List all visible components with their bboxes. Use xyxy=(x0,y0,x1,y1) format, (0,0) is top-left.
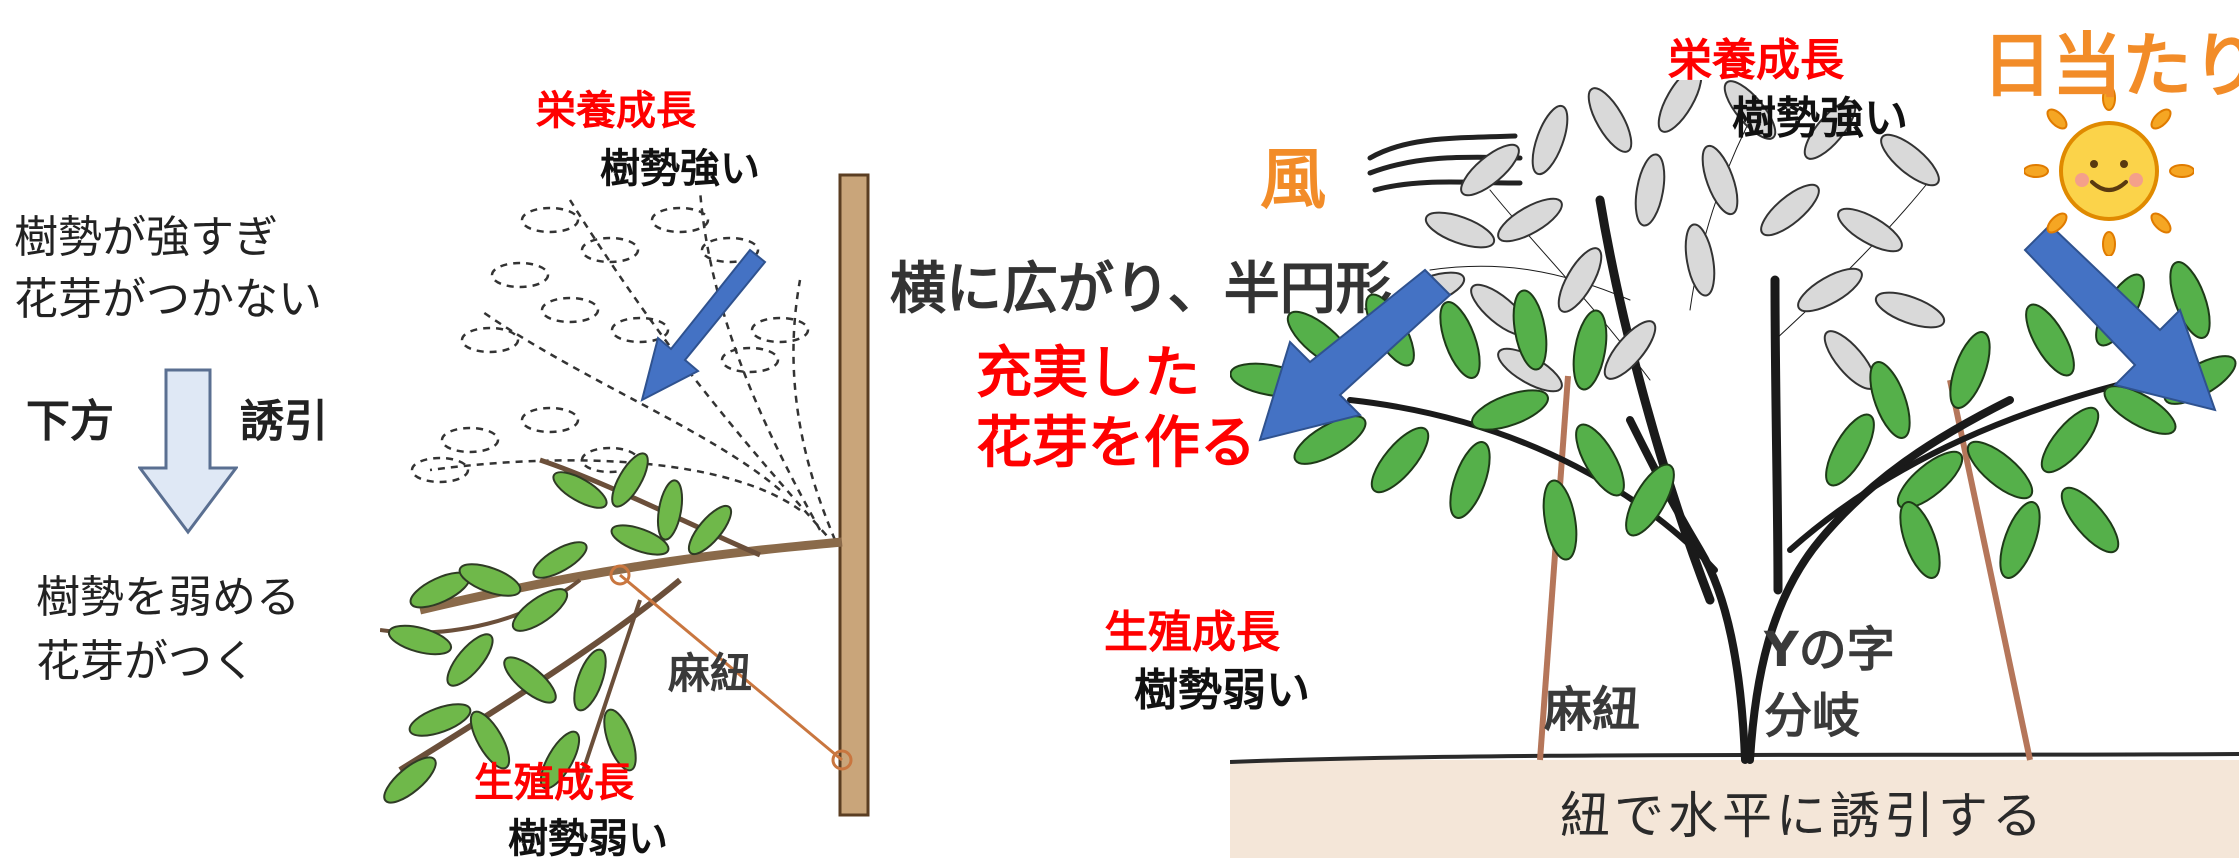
left-top-red-label: 栄養成長 xyxy=(536,88,696,134)
problem-line-2: 花芽がつかない xyxy=(14,274,322,325)
blue-down-arrow xyxy=(640,248,767,402)
problem-line-1: 樹勢が強すぎ xyxy=(14,212,278,263)
dashed-original-branches xyxy=(410,189,837,546)
blue-arrow-left xyxy=(1258,268,1452,442)
result-line-1: 樹勢を弱める xyxy=(36,572,300,623)
ground-caption: 紐で水平に誘引する xyxy=(1560,787,2046,845)
arrow-left-label: 下方 xyxy=(26,396,114,447)
right-twine-label: 麻紐 xyxy=(1544,682,1641,738)
right-lower-red-label: 生殖成長 xyxy=(1104,607,1280,658)
right-top-red-label: 栄養成長 xyxy=(1668,35,1844,86)
stake xyxy=(838,173,870,817)
left-bottom-red-label: 生殖成長 xyxy=(474,760,634,806)
sun-label: 日当たり xyxy=(1982,25,2239,107)
twine xyxy=(619,573,843,762)
left-bottom-black-label: 樹勢弱い xyxy=(508,816,668,862)
down-arrow-icon xyxy=(138,368,238,535)
left-top-black-label: 樹勢強い xyxy=(600,146,760,192)
green-leaves-left xyxy=(1230,289,1675,561)
left-twine-label: 麻紐 xyxy=(668,649,753,698)
arrow-right-label: 誘引 xyxy=(240,396,328,447)
y-branch-label-line-1: Yの字 xyxy=(1764,622,1895,678)
right-tree-illustration xyxy=(1230,80,2239,858)
right-top-black-label: 樹勢強い xyxy=(1732,93,1908,144)
blue-arrow-right xyxy=(2023,223,2217,412)
ground xyxy=(1230,760,2239,858)
sun-icon xyxy=(2024,86,2194,256)
shape-label: 横に広がり、半円形 xyxy=(890,257,1392,322)
green-leaves xyxy=(383,452,733,804)
gray-leaves xyxy=(1394,80,1946,393)
goal-line-1: 充実した xyxy=(976,341,1200,406)
y-branch-label-line-2: 分岐 xyxy=(1764,688,1861,744)
wind-label: 風 xyxy=(1260,141,1326,218)
right-lower-black-label: 樹勢弱い xyxy=(1134,665,1310,716)
left-plant-illustration xyxy=(380,173,870,817)
green-leaves-right xyxy=(1825,261,2237,579)
goal-line-2: 花芽を作る xyxy=(976,411,1256,476)
result-line-2: 花芽がつく xyxy=(36,636,256,687)
twine-lines xyxy=(1537,375,2033,761)
